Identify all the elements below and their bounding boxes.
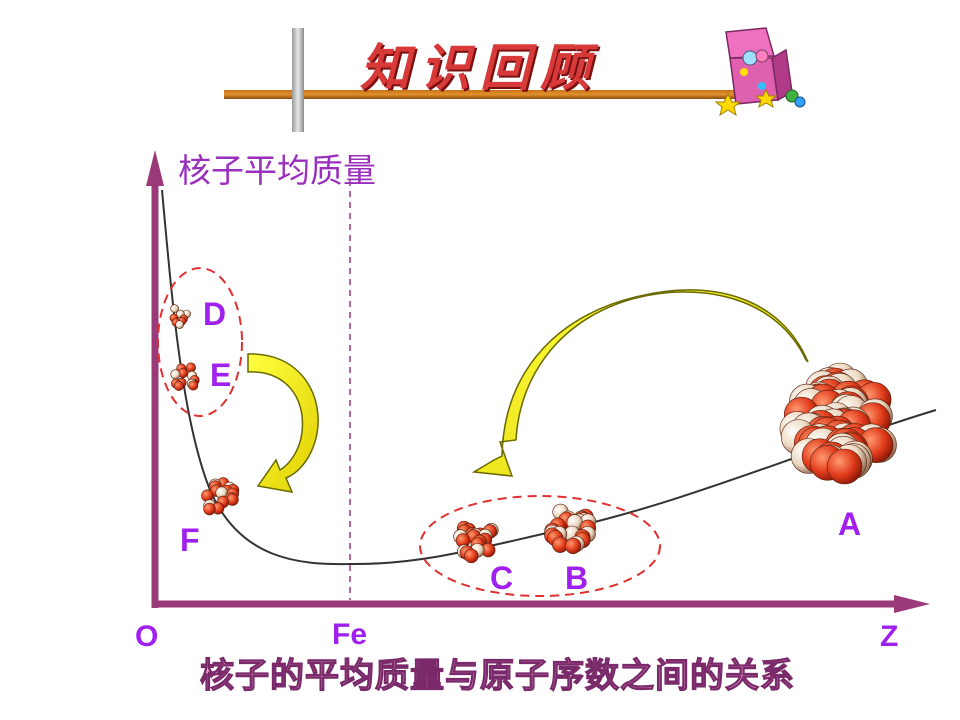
nucleon: [826, 448, 863, 485]
y-axis-label: 核子平均质量: [178, 151, 376, 190]
nucleon: [464, 548, 479, 564]
x-axis-label: Z: [880, 620, 899, 653]
diagram-caption: 核子的平均质量与原子序数之间的关系: [199, 655, 795, 696]
page-title: 知识回顾: [360, 38, 600, 97]
de-group-ellipse: [157, 267, 243, 417]
nucleon: [185, 362, 196, 373]
nucleus-b: [544, 503, 597, 555]
nucleon: [170, 369, 181, 380]
origin-label: O: [135, 620, 159, 653]
nucleon: [203, 502, 216, 516]
point-label-e: E: [210, 357, 232, 393]
nucleon: [175, 320, 184, 329]
point-label-b: B: [565, 560, 589, 596]
nucleon: [188, 380, 199, 391]
nucleus-f: [201, 477, 240, 516]
nucleon: [170, 304, 179, 313]
nucleus-a: [779, 362, 897, 485]
point-label-f: F: [180, 522, 200, 558]
nucleus-d: [169, 304, 191, 329]
nucleon: [173, 380, 184, 391]
fusion-arrow: [247, 353, 319, 493]
point-label-c: C: [490, 560, 514, 596]
nucleus-e: [170, 362, 200, 391]
x-axis-arrowhead: [894, 595, 930, 613]
mass-curve: [161, 189, 937, 566]
header-vertical-bar: [292, 28, 304, 132]
point-label-d: D: [203, 296, 227, 332]
y-axis-arrowhead: [146, 150, 164, 186]
point-label-a: A: [838, 506, 862, 542]
fe-label: Fe: [332, 618, 368, 651]
gift-box-icon: [714, 27, 806, 117]
header-underline: [224, 90, 744, 99]
bc-group-ellipse: [419, 495, 661, 597]
nucleus-c: [453, 520, 499, 564]
fission-arrow: [471, 289, 809, 477]
nucleon: [564, 537, 582, 555]
